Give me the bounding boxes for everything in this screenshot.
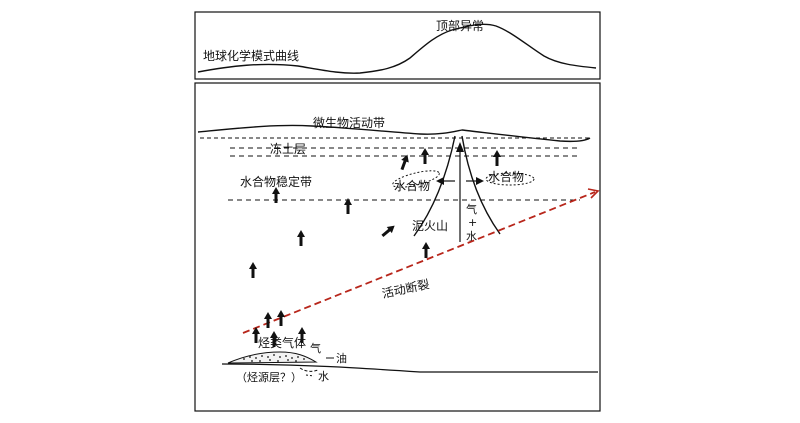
migration-arrow [421, 148, 429, 164]
bottom-panel-frame [194, 82, 601, 412]
migration-arrow [298, 327, 306, 343]
oil-label: 油 [336, 351, 347, 365]
migration-arrow [252, 327, 260, 343]
water-contact-dash [299, 367, 319, 372]
hydrate-left-label: 水合物 [394, 178, 430, 193]
top-panel: 地球化学模式曲线 顶部异常 [194, 11, 601, 80]
gas-label: 气 [310, 341, 321, 355]
active-fault-label: 活动断裂 [381, 276, 431, 301]
source-layer-line [221, 363, 598, 373]
migration-arrows [249, 148, 501, 347]
migration-arrow [270, 331, 278, 347]
migration-arrow [344, 198, 352, 214]
water-label: 水 [318, 370, 329, 383]
active-fault-line [242, 191, 596, 334]
migration-arrow [493, 150, 501, 166]
reservoir-dots [243, 354, 305, 362]
top-anomaly-label: 顶部异常 [436, 18, 484, 33]
lateral-arrow-right-head [476, 177, 484, 185]
active-fault-arrow-head [587, 188, 600, 199]
migration-arrow [277, 310, 285, 326]
hydrate-lens-right [485, 172, 535, 186]
migration-arrow [400, 154, 409, 171]
top-panel-frame [194, 11, 601, 80]
reservoir-dome [227, 351, 318, 364]
conduit-arrow-head [456, 142, 464, 152]
gas-plus-water-gas: 气 [466, 202, 477, 216]
migration-arrow [264, 312, 272, 328]
mud-volcano-right-wall [461, 135, 501, 235]
ground-surface [197, 124, 591, 143]
geochem-curve-label: 地球化学模式曲线 [203, 48, 299, 63]
gas-plus-water-water: 水 [466, 230, 477, 243]
hydrate-lens-left [392, 170, 440, 188]
migration-arrow [422, 242, 430, 258]
lateral-arrow-left-head [436, 177, 444, 185]
geochem-curve [197, 23, 597, 74]
hydrate-stable-zone-label: 水合物稳定带 [240, 174, 312, 189]
water-pointer [305, 374, 315, 377]
migration-arrow [297, 230, 305, 246]
hydrate-right-label: 水合物 [488, 169, 524, 184]
microbe-zone-label: 微生物活动带 [313, 116, 385, 130]
mud-volcano-label: 泥火山 [412, 219, 448, 233]
gas-plus-water-plus: + [468, 216, 477, 229]
hydrocarbon-gas-label: 烃类气体 [258, 335, 306, 350]
bottom-panel: 微生物活动带 冻土层 水合物稳定带 泥火山 气 + 水 水合物 水合物 活动断裂 [194, 82, 601, 412]
migration-arrow [249, 262, 257, 278]
source-layer-label: （烃源层？） [236, 370, 302, 384]
migration-arrow [272, 187, 280, 203]
permafrost-label: 冻土层 [270, 141, 306, 156]
mud-volcano-left-wall [413, 135, 456, 237]
migration-arrow [381, 225, 395, 238]
